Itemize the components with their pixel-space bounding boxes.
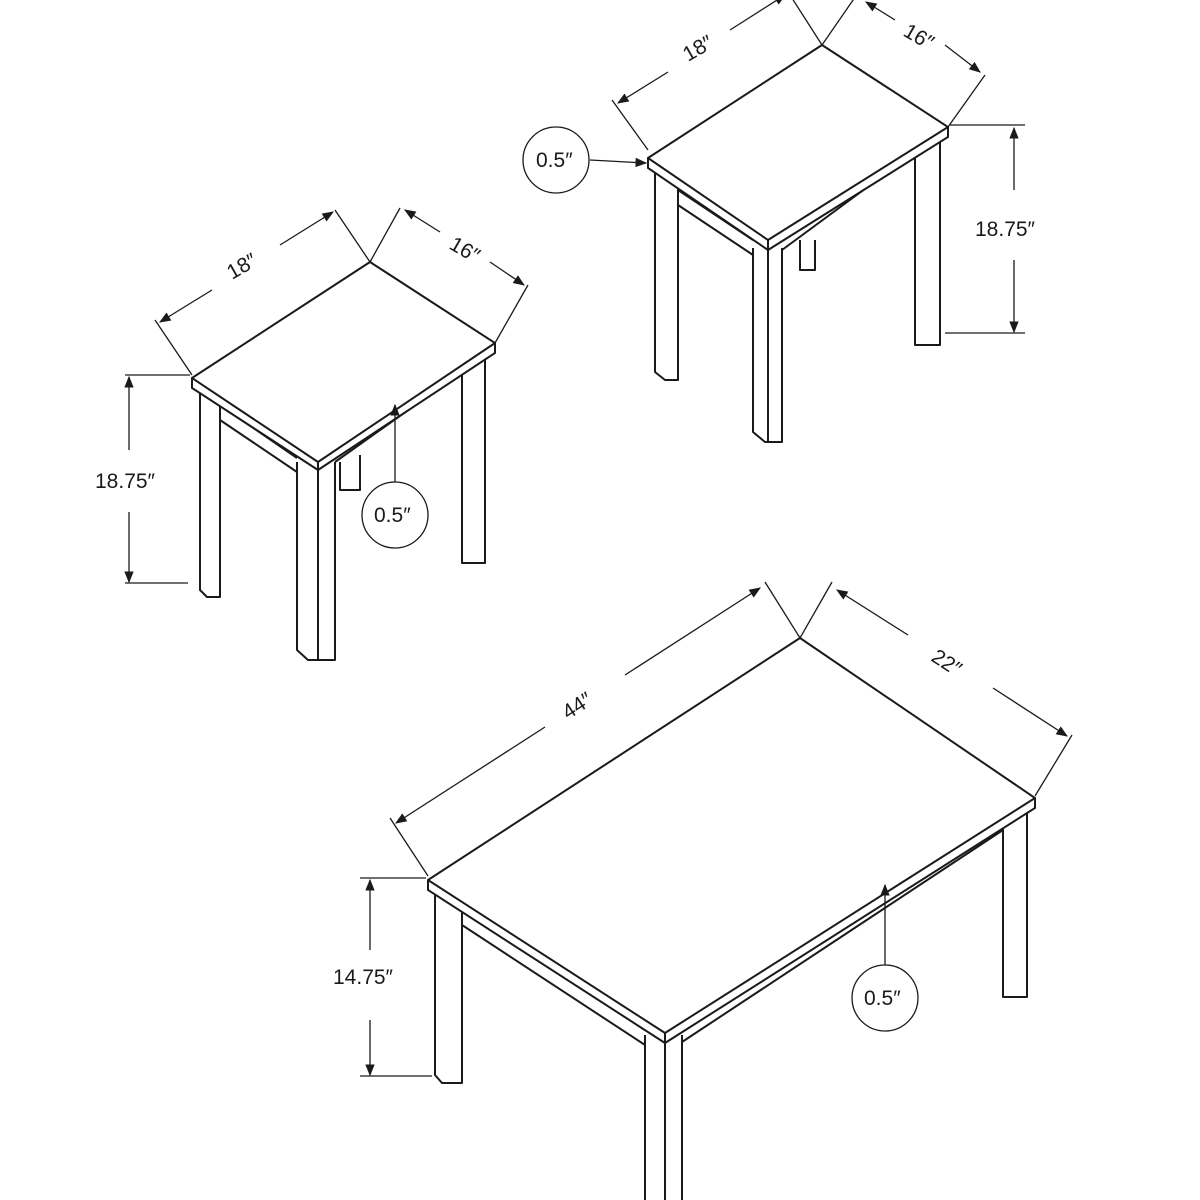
left-leg bbox=[654, 170, 679, 381]
front-leg bbox=[752, 248, 783, 443]
length-label: 44″ bbox=[558, 688, 597, 724]
right-leg bbox=[461, 355, 486, 564]
thickness-label: 0.5″ bbox=[864, 987, 901, 1010]
end-table-left bbox=[191, 260, 496, 661]
front-leg bbox=[644, 1035, 683, 1200]
left-leg bbox=[434, 893, 463, 1084]
thickness-label: 0.5″ bbox=[374, 504, 411, 527]
height-label: 18.75″ bbox=[975, 218, 1036, 241]
length-label: 18″ bbox=[223, 249, 262, 285]
back-leg bbox=[339, 455, 361, 491]
height-label: 18.75″ bbox=[95, 470, 156, 493]
table-top bbox=[191, 260, 496, 472]
table-top bbox=[427, 636, 1036, 1045]
table-top bbox=[647, 43, 949, 252]
coffee-table bbox=[427, 636, 1036, 1200]
width-label: 16″ bbox=[446, 232, 485, 268]
right-leg bbox=[1002, 808, 1028, 998]
left-leg bbox=[199, 390, 221, 598]
length-label: 18″ bbox=[679, 31, 718, 67]
height-label: 14.75″ bbox=[333, 966, 394, 989]
end-table-right bbox=[647, 43, 949, 443]
thickness-label: 0.5″ bbox=[536, 149, 573, 172]
width-label: 16″ bbox=[900, 19, 939, 55]
front-leg bbox=[296, 462, 336, 661]
back-leg bbox=[799, 240, 816, 271]
right-leg bbox=[914, 135, 941, 346]
thickness-callout bbox=[522, 126, 590, 194]
width-label: 22″ bbox=[927, 645, 966, 681]
